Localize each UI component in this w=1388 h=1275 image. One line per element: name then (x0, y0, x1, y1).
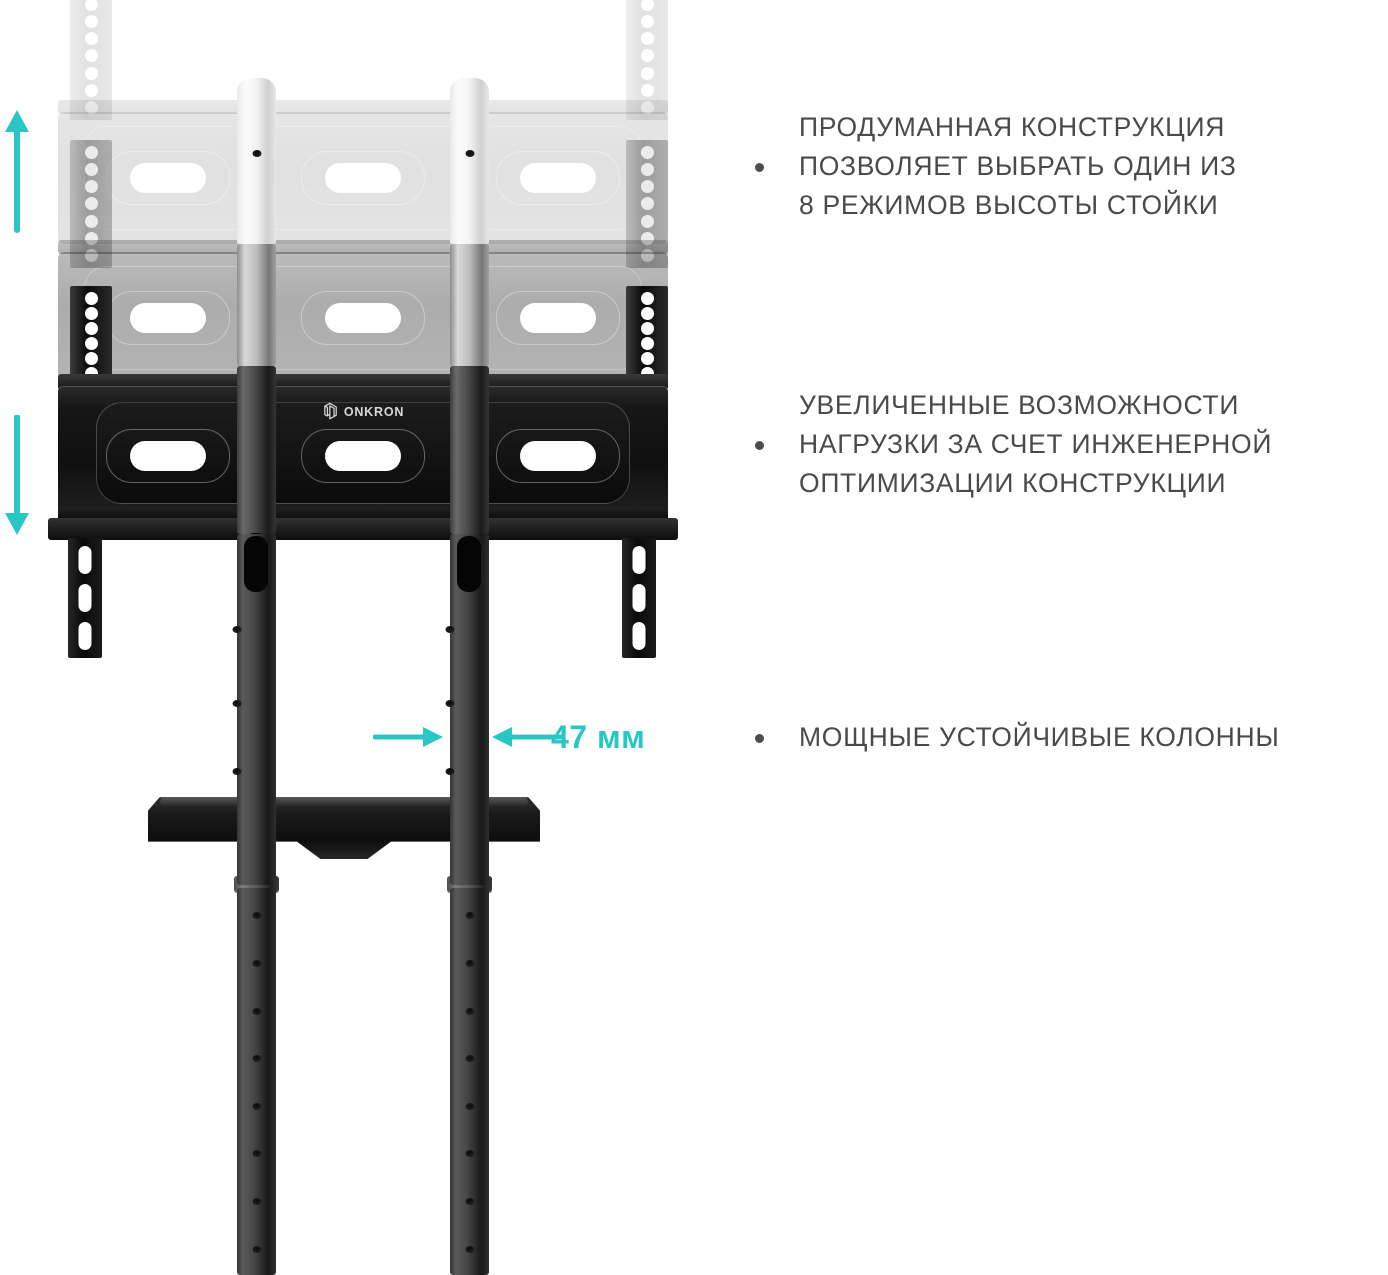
column-right-oval-cut (457, 536, 481, 592)
arrow-up-icon (5, 110, 29, 233)
arrow-down-icon (5, 415, 29, 535)
column-adjust-holes (450, 888, 489, 1275)
bracket-slot (301, 429, 425, 483)
column-hole (252, 150, 261, 157)
column-hole (445, 700, 455, 707)
column-hole (232, 700, 242, 707)
rail-left-ghost-mid (70, 140, 112, 268)
rail-holes (84, 292, 98, 380)
arrow-left-icon (492, 727, 562, 747)
plate-slots (58, 150, 668, 206)
mount-plate-ghost-mid (58, 252, 668, 384)
plate-slot (301, 291, 425, 345)
rail-right-active (626, 286, 668, 386)
rail-holes (84, 146, 98, 262)
plate-slot (496, 291, 620, 345)
column-hole (232, 626, 242, 633)
rail-holes (640, 0, 654, 114)
rail-holes (84, 0, 98, 114)
plate-slot (106, 151, 230, 205)
feature-item-design: ПРОДУМАННАЯ КОНСТРУКЦИЯ ПОЗВОЛЯЕТ ВЫБРАТ… (755, 108, 1237, 225)
bullet-dot-icon (755, 439, 799, 450)
bullet-dot-icon (755, 161, 799, 172)
accessory-shelf-surface (160, 797, 528, 807)
column-right-upper-segment (450, 78, 489, 244)
column-hole (232, 768, 242, 775)
feature-text-design: ПРОДУМАННАЯ КОНСТРУКЦИЯ ПОЗВОЛЯЕТ ВЫБРАТ… (799, 112, 1237, 220)
brand-logo: ONKRON (322, 402, 404, 421)
feature-text-load: УВЕЛИЧЕННЫЕ ВОЗМОЖНОСТИ НАГРУЗКИ ЗА СЧЕТ… (799, 390, 1273, 498)
rail-holes (640, 146, 654, 262)
column-hole (445, 768, 455, 775)
column-left-over-shelf (237, 790, 276, 885)
feature-item-load: УВЕЛИЧЕННЫЕ ВОЗМОЖНОСТИ НАГРУЗКИ ЗА СЧЕТ… (755, 386, 1272, 503)
plate-slot (301, 151, 425, 205)
mount-plate-ghost-top (58, 112, 668, 244)
column-hole (445, 626, 455, 633)
plate-slots (58, 290, 668, 346)
onkron-cube-icon (324, 402, 337, 420)
feature-item-columns: МОЩНЫЕ УСТОЙЧИВЫЕ КОЛОННЫ (755, 718, 1280, 757)
feature-list: ПРОДУМАННАЯ КОНСТРУКЦИЯ ПОЗВОЛЯЕТ ВЫБРАТ… (755, 0, 1388, 1275)
column-right-bottom-tube (450, 888, 489, 1275)
bracket-leg-right (622, 538, 656, 658)
column-hole (465, 150, 474, 157)
column-left-lower-upper (237, 366, 276, 534)
tv-mount-bracket: ONKRON (58, 386, 668, 526)
arrow-right-icon (373, 727, 443, 747)
feature-text-columns: МОЩНЫЕ УСТОЙЧИВЫЕ КОЛОННЫ (799, 722, 1280, 752)
product-illustration: ONKRON (0, 0, 720, 1275)
bracket-slot (106, 429, 230, 483)
column-left-mid-segment (237, 244, 276, 366)
bracket-leg-left (68, 538, 102, 658)
leg-slots (78, 546, 92, 650)
rail-holes (640, 292, 654, 380)
bracket-slots (58, 428, 668, 484)
column-adjust-holes (237, 888, 276, 1275)
plate-slot (496, 151, 620, 205)
bracket-slot (496, 429, 620, 483)
column-right-mid-segment (450, 244, 489, 366)
rail-right-ghost-top (626, 0, 668, 120)
plate-slot (106, 291, 230, 345)
rail-left-active (70, 286, 112, 386)
brand-logo-text: ONKRON (343, 404, 405, 419)
plate-lip-mid (58, 240, 668, 254)
rail-right-ghost-mid (626, 140, 668, 268)
column-left-oval-cut (244, 536, 268, 592)
width-dimension-label: 47 мм (551, 719, 646, 755)
rail-left-ghost-top (70, 0, 112, 120)
column-right-over-shelf (450, 790, 489, 885)
bullet-dot-icon (755, 732, 799, 743)
column-left-upper-segment (237, 78, 276, 244)
bracket-bottom-lip (48, 518, 678, 540)
leg-slots (632, 546, 646, 650)
column-right-lower-upper (450, 366, 489, 534)
plate-lip-top (58, 100, 668, 114)
column-left-bottom-tube (237, 888, 276, 1275)
